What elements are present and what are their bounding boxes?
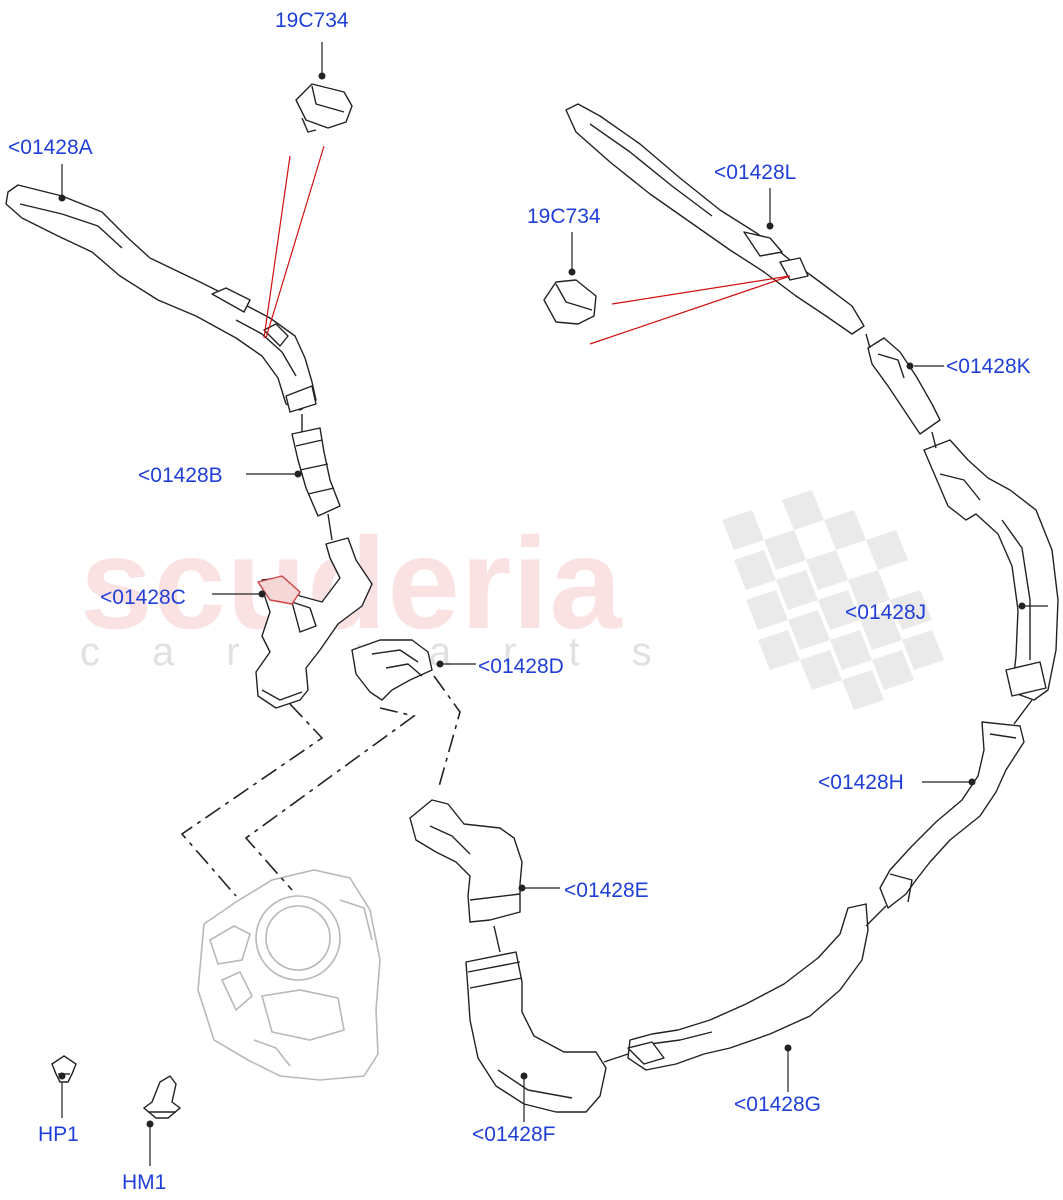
callout-19c734-top[interactable]: 19C734	[275, 9, 349, 32]
dot-01428e	[518, 884, 526, 892]
duct-01428e	[409, 799, 523, 923]
callout-01428k[interactable]: <01428K	[946, 355, 1031, 378]
callout-01428d[interactable]: <01428D	[478, 655, 564, 678]
duct-01428h	[879, 721, 1025, 909]
callout-01428a[interactable]: <01428A	[8, 136, 93, 159]
dot-01428f	[520, 1072, 528, 1080]
heater-unit	[197, 869, 381, 1081]
callout-hm1[interactable]: HM1	[122, 1171, 167, 1194]
callout-01428l[interactable]: <01428L	[714, 161, 797, 184]
dot-01428k	[906, 362, 914, 370]
dot-01428h	[968, 778, 976, 786]
dash-line-3	[433, 675, 461, 791]
dot-19c734-top	[318, 72, 326, 80]
dash-line-2	[244, 707, 416, 891]
duct-01428f	[465, 951, 607, 1113]
duct-01428d	[351, 639, 433, 701]
dot-01428b	[294, 470, 302, 478]
sensor-line-left-2	[265, 145, 325, 339]
callout-19c734-right[interactable]: 19C734	[527, 205, 601, 228]
callout-01428j[interactable]: <01428J	[845, 601, 927, 624]
dot-01428j	[1018, 602, 1026, 610]
callout-01428h[interactable]: <01428H	[818, 771, 904, 794]
callout-01428b[interactable]: <01428B	[138, 464, 223, 487]
callout-01428f[interactable]: <01428F	[472, 1123, 556, 1146]
dot-01428c	[258, 590, 266, 598]
sensor-line-right-1	[611, 275, 791, 305]
sensor-line-left-1	[263, 155, 291, 339]
dot-hm1	[146, 1120, 154, 1128]
callout-01428e[interactable]: <01428E	[564, 879, 649, 902]
duct-01428k	[867, 337, 941, 435]
dot-01428l	[766, 222, 774, 230]
callout-01428c[interactable]: <01428C	[100, 586, 186, 609]
duct-01428g	[627, 903, 869, 1071]
duct-01428j	[923, 439, 1059, 701]
dot-01428g	[784, 1044, 792, 1052]
dot-01428d	[436, 660, 444, 668]
callout-hp1[interactable]: HP1	[38, 1123, 79, 1146]
dot-19c734-right	[568, 268, 576, 276]
fastener-hp1-body	[51, 1055, 77, 1083]
fastener-hm1-body	[142, 1075, 182, 1119]
callout-01428g[interactable]: <01428G	[734, 1093, 821, 1116]
sensor-line-right-2	[589, 275, 791, 345]
dash-line-1	[180, 703, 324, 897]
checkered-flag-watermark	[722, 490, 944, 710]
dot-hp1	[58, 1072, 66, 1080]
sensor-right-body	[543, 279, 597, 325]
dot-01428a	[58, 194, 66, 202]
